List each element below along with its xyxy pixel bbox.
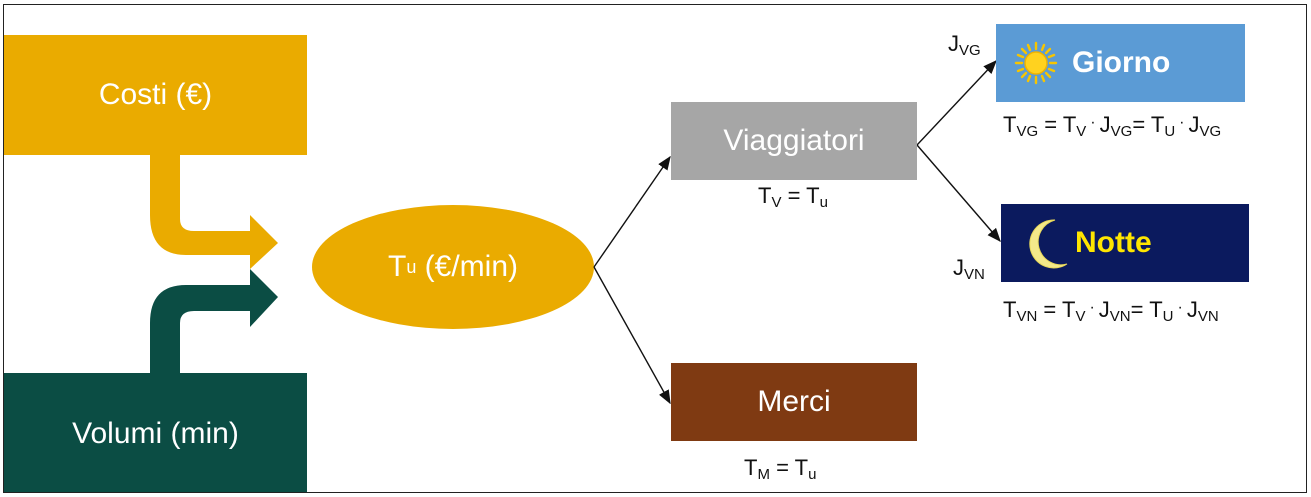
volumi-box: Volumi (min) — [4, 373, 307, 492]
giorno-box: Giorno — [996, 24, 1245, 102]
formula-jvg: JVG — [948, 31, 981, 59]
costi-box: Costi (€) — [4, 35, 307, 155]
notte-label: Notte — [1075, 226, 1152, 259]
giorno-label: Giorno — [1072, 46, 1171, 79]
viaggiatori-box: Viaggiatori — [671, 102, 917, 180]
notte-box: Notte — [1001, 204, 1249, 282]
formula-tvn: TVN = TV·JVN= TU·JVN — [1003, 297, 1219, 325]
formula-tvg: TVG = TV·JVG= TU·JVG — [1003, 112, 1222, 140]
flow-shapes — [150, 59, 1001, 405]
formula-tm: TM = Tu — [744, 455, 817, 483]
tu-ellipse — [312, 205, 594, 329]
costi-label: Costi (€) — [98, 78, 213, 111]
formula-jvn: JVN — [953, 255, 985, 283]
volumi-label: Volumi (min) — [72, 416, 239, 450]
arrow-tu-viaggiatori — [593, 155, 671, 268]
moon-icon — [1029, 217, 1069, 269]
tu-main: T — [387, 250, 407, 283]
tu-sub: u — [406, 256, 417, 277]
viaggiatori-label: Viaggiatori — [723, 124, 865, 157]
costi-flow-arrow — [150, 155, 278, 269]
merci-label: Merci — [757, 385, 831, 418]
sun-icon — [1014, 41, 1058, 85]
formula-tv: TV = Tu — [758, 183, 828, 211]
merci-box: Merci — [671, 363, 917, 441]
arrow-viaggiatori-notte — [916, 144, 1001, 243]
volumi-flow-arrow — [150, 269, 278, 375]
tu-rest: (€/min) — [416, 250, 519, 283]
arrow-tu-merci — [593, 266, 671, 405]
arrow-viaggiatori-giorno — [916, 59, 997, 146]
